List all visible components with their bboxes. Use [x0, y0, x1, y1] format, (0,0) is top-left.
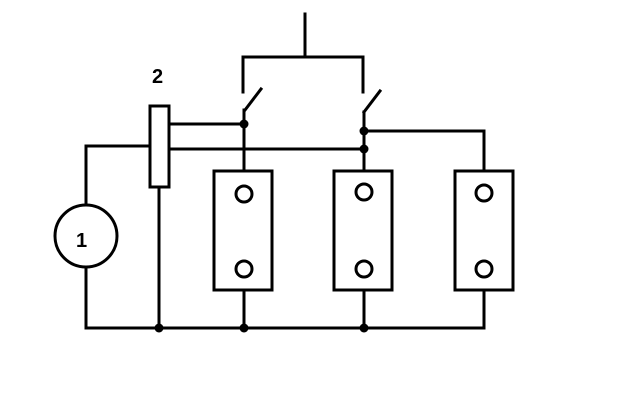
junction-dot-icon [359, 126, 369, 136]
junction-dot-icon [239, 119, 249, 129]
socket-2 [332, 169, 394, 292]
junction-dot-icon [154, 323, 164, 333]
device-2-body [148, 104, 171, 189]
top-feed [241, 12, 365, 94]
return-bus [84, 277, 486, 330]
socket-3 [453, 169, 515, 292]
junction-dot-icon [239, 323, 249, 333]
junction-dots [154, 119, 369, 333]
switch-1 [242, 86, 264, 126]
switch-2-blade [361, 88, 383, 115]
device-label: 2 [152, 66, 163, 88]
junction-dot-icon [359, 323, 369, 333]
device-outputs [168, 122, 486, 151]
switch-2 [361, 88, 383, 133]
junction-dot-icon [359, 144, 369, 154]
socket-1 [212, 169, 274, 292]
source-label: 1 [76, 230, 87, 252]
voltage-source-icon [53, 203, 119, 269]
source-branch [84, 144, 152, 330]
switch-1-blade [242, 86, 264, 113]
